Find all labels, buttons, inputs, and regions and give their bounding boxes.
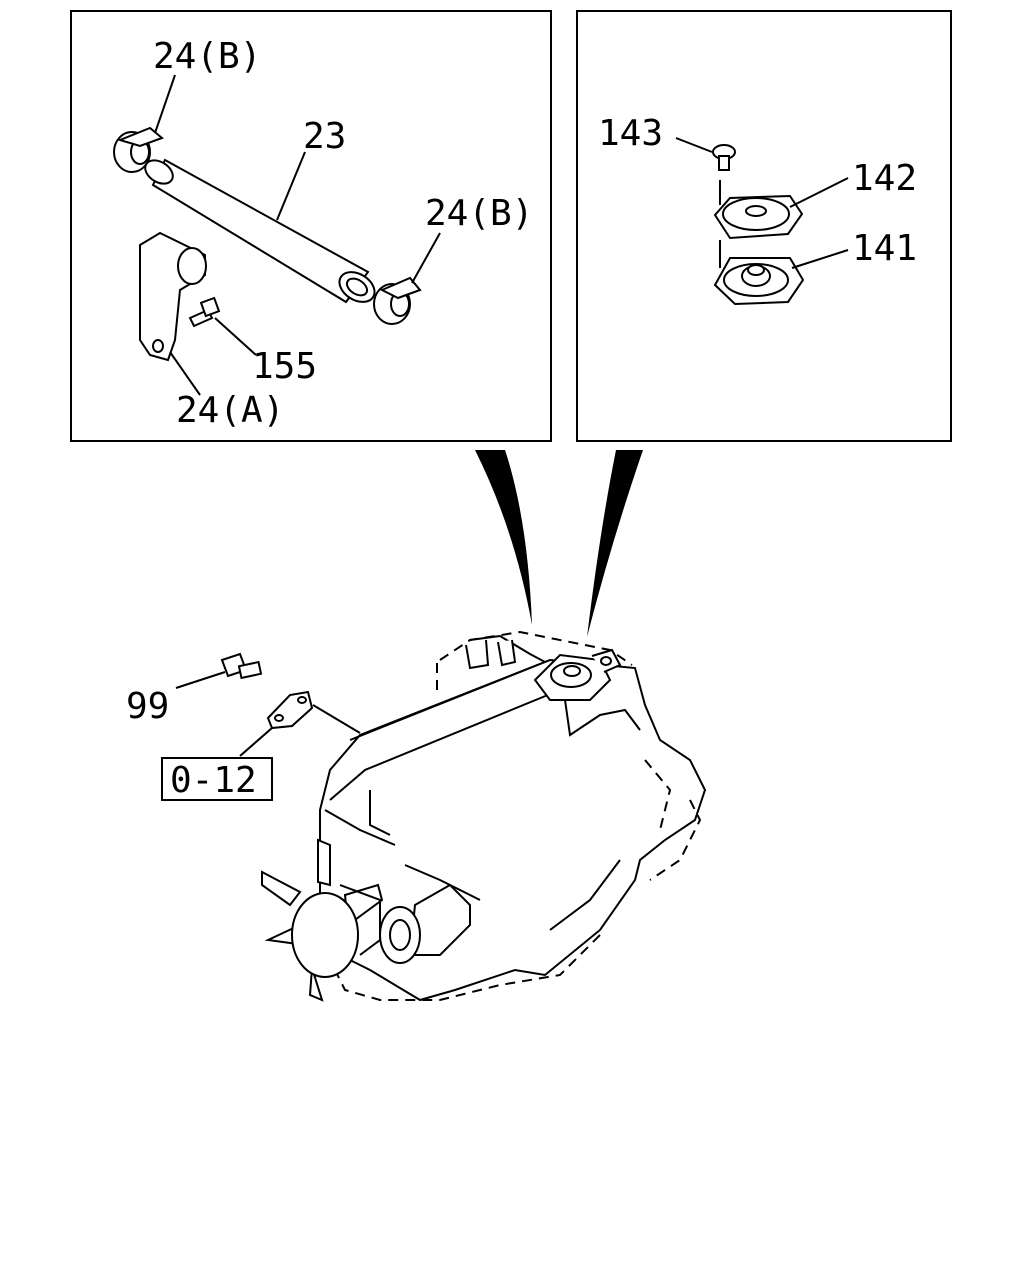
- engine-assembly: [261, 630, 707, 1002]
- reference-box-label: 0-12: [170, 760, 257, 801]
- pointer-wedge-right: [587, 450, 643, 637]
- diaphragm-141: [713, 257, 805, 306]
- bracket-24a: [139, 231, 207, 362]
- label-141: 141: [852, 228, 917, 269]
- pipe-23: [144, 158, 376, 304]
- bolt-99: [220, 652, 263, 680]
- label-24b-top: 24(B): [153, 36, 261, 77]
- clamp-24b-right: [373, 276, 422, 325]
- fan: [261, 838, 384, 1002]
- screw-143: [712, 144, 736, 171]
- detail-panel-right: 143 142 141: [576, 10, 952, 442]
- label-155: 155: [252, 346, 317, 387]
- label-24a: 24(A): [176, 390, 284, 431]
- cover-142: [713, 194, 804, 240]
- pointer-wedge-left: [475, 450, 532, 625]
- bolt-155: [188, 296, 221, 328]
- reference-box: 0-12: [161, 757, 273, 801]
- clamp-24b-top: [113, 126, 164, 173]
- label-143: 143: [598, 113, 663, 154]
- detail-panel-left: 24(B) 23 24(B) 155 24(A): [70, 10, 552, 442]
- label-142: 142: [852, 158, 917, 199]
- alternator: [379, 883, 471, 964]
- label-24b-right: 24(B): [425, 193, 533, 234]
- label-99: 99: [126, 686, 169, 727]
- gasket: [266, 690, 314, 730]
- label-23: 23: [303, 116, 346, 157]
